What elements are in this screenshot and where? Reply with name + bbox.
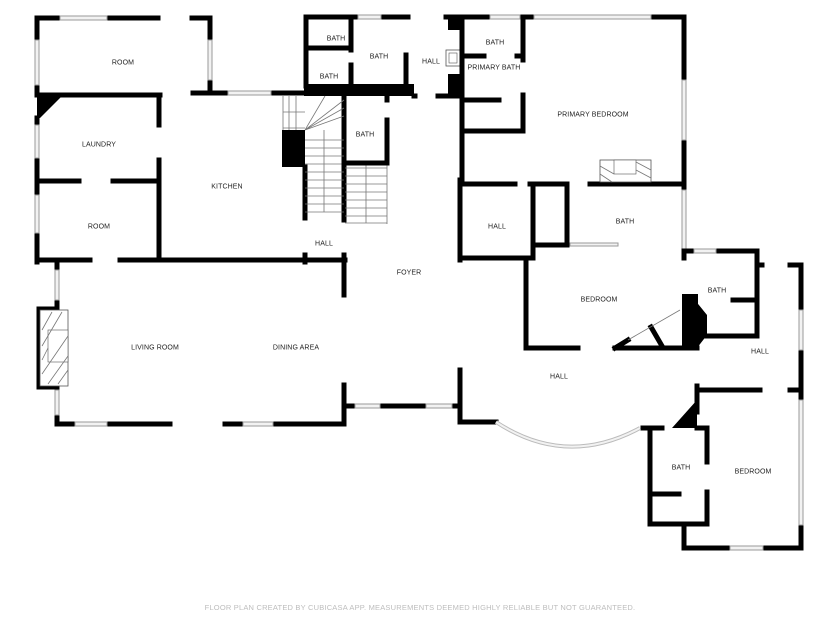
- room-label-hall-right: HALL: [751, 348, 769, 356]
- room-label-primary-bath: PRIMARY BATH: [467, 64, 521, 72]
- walls-bath-right: [681, 248, 804, 393]
- walls-foyer: [302, 177, 463, 409]
- disclaimer-footer: FLOOR PLAN CREATED BY CUBICASA APP. MEAS…: [204, 603, 636, 612]
- room-label-primary-bedroom: PRIMARY BEDROOM: [557, 111, 629, 119]
- room-label-bath-mid: BATH: [615, 218, 635, 226]
- stairs: [282, 93, 390, 224]
- walls-hall-curve: [457, 383, 700, 449]
- room-label-hall-top: HALL: [422, 58, 440, 66]
- room-label-room-top-left: ROOM: [111, 59, 135, 67]
- room-label-hall-mid: HALL: [488, 223, 506, 231]
- room-label-hall-lower: HALL: [550, 373, 568, 381]
- room-label-dining-area: DINING AREA: [272, 344, 320, 352]
- room-label-laundry: LAUNDRY: [81, 141, 117, 149]
- room-label-bath-2: BATH: [319, 73, 339, 81]
- room-label-bedroom-mid: BEDROOM: [580, 296, 618, 304]
- walls-living: [36, 259, 347, 427]
- room-label-hall-stair: HALL: [315, 240, 333, 248]
- room-label-bath-3: BATH: [369, 53, 389, 61]
- walls-bedroom-mid: [459, 181, 707, 352]
- walls-bedroom-lower: [647, 387, 804, 551]
- room-label-living-room: LIVING ROOM: [131, 344, 179, 352]
- room-label-bath-lower: BATH: [671, 464, 691, 472]
- room-label-bath-right: BATH: [707, 287, 727, 295]
- room-label-kitchen: KITCHEN: [211, 183, 243, 191]
- room-label-bath-primary-small: BATH: [485, 39, 505, 47]
- walls-primary: [459, 14, 687, 187]
- room-label-room-left: ROOM: [87, 223, 111, 231]
- room-label-bath-stair: BATH: [355, 131, 375, 139]
- room-label-bedroom-lower: BEDROOM: [734, 468, 772, 476]
- walls-kitchen-top: [190, 90, 308, 96]
- room-label-bath-1: BATH: [326, 35, 346, 43]
- walls-left-column: [34, 92, 348, 265]
- room-label-foyer: FOYER: [396, 269, 422, 277]
- walls-top-left: [34, 15, 213, 118]
